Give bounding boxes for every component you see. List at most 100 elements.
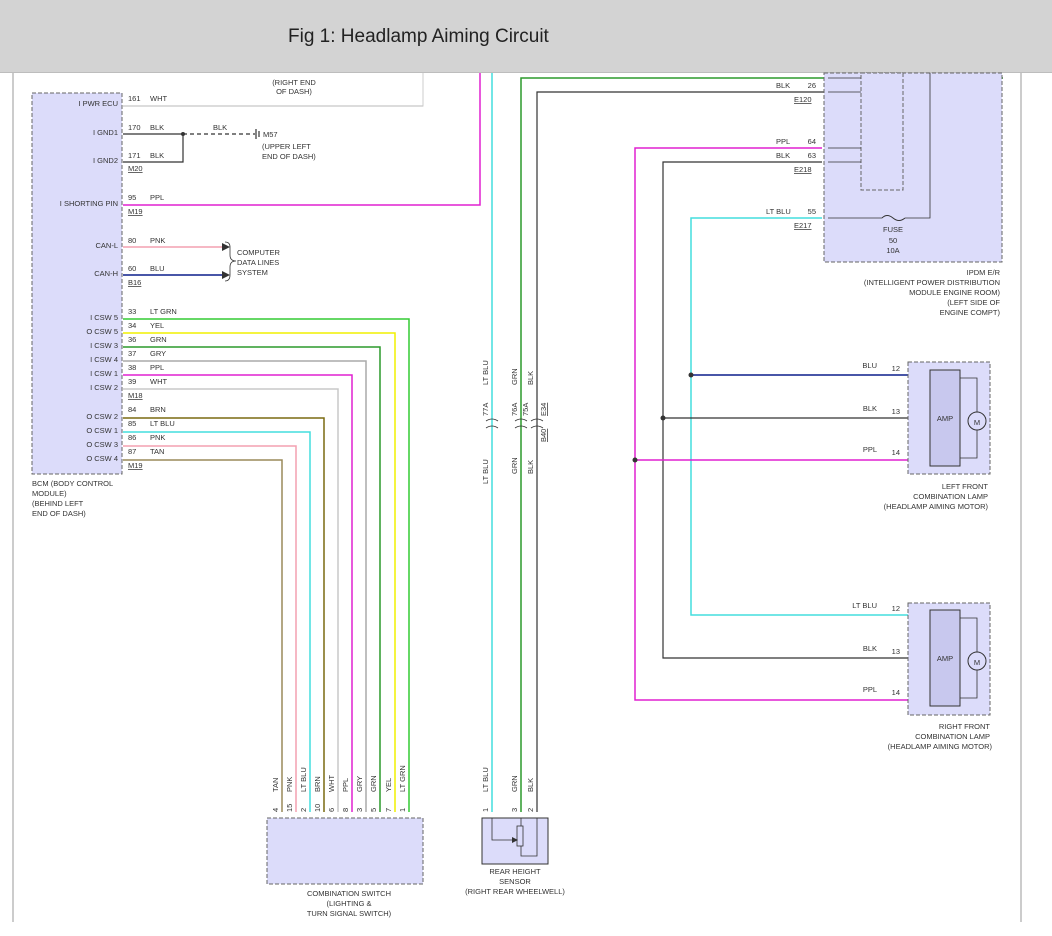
ipdm-connector-id: E217 (794, 221, 812, 230)
fuse-label-line-1: FUSE (883, 225, 903, 234)
bcm-pin-label: I CSW 2 (90, 383, 118, 392)
bcm-wire-label: LT GRN (150, 307, 177, 316)
junction-connector-id: B40 (539, 429, 548, 442)
sensor-wiper-arrow (512, 837, 518, 843)
wire-pnk (123, 445, 297, 812)
combination-switch-name-line-3: TURN SIGNAL SWITCH) (307, 909, 392, 918)
ipdm-module (823, 72, 1003, 263)
right-lamp-wire-label: BLK (863, 644, 877, 653)
ipdm-internal-wiring (828, 73, 931, 219)
right-lamp-amp-label: AMP (937, 654, 953, 663)
bcm-pin-label: I PWR ECU (78, 99, 118, 108)
bcm-pin-label: I CSW 5 (90, 313, 118, 322)
bcm-wire-label: YEL (150, 321, 164, 330)
splice-dot (688, 372, 694, 378)
ipdm-name-line-2: (INTELLIGENT POWER DISTRIBUTION (864, 278, 1000, 287)
right-lamp-pin-number: 12 (892, 604, 900, 613)
fuse-label-line-2: 50 (889, 236, 897, 245)
left-lamp-name-line-3: (HEADLAMP AIMING MOTOR) (884, 502, 989, 511)
wire-yel (123, 332, 396, 812)
bcm-pin-label: CAN-H (94, 269, 118, 278)
bcm-connector-id: M18 (128, 391, 143, 400)
wire-lt-blu-feed (690, 217, 908, 616)
sensor-wire-label: LT BLU (481, 767, 490, 792)
bcm-wire-label: BLK (150, 151, 164, 160)
wire-lt-blu (123, 431, 311, 812)
sensor-pin-number: 1 (481, 808, 490, 812)
wire-ppl (123, 374, 353, 812)
top-location-line-1: (RIGHT END (272, 78, 316, 87)
cs-pin-number: 4 (271, 808, 280, 812)
junction-wire-label: LT BLU (481, 459, 490, 484)
right-lamp-name-line-1: RIGHT FRONT (939, 722, 991, 731)
wire-blk-gnd2 (123, 134, 184, 163)
ipdm-connector-id: E120 (794, 95, 812, 104)
cs-wire-label: GRN (369, 775, 378, 792)
cs-pin-number: 7 (384, 808, 393, 812)
arrow-head (222, 271, 230, 279)
bcm-pin-label: O CSW 4 (86, 454, 118, 463)
ipdm-name-line-3: MODULE ENGINE ROOM) (909, 288, 1000, 297)
ground-location-line-1: (UPPER LEFT (262, 142, 311, 151)
right-lamp-motor-icon (967, 651, 987, 671)
ground-id: M57 (263, 130, 278, 139)
wire-blk-sensor (536, 91, 828, 812)
ipdm-name-line-4: (LEFT SIDE OF (947, 298, 1000, 307)
bcm-wire-label: WHT (150, 94, 167, 103)
bcm-pin-label: I CSW 1 (90, 369, 118, 378)
bcm-pin-number: 38 (128, 363, 136, 372)
junction-terminal: 77A (481, 403, 490, 416)
bcm-wire-label: TAN (150, 447, 164, 456)
bcm-pin-number: 171 (128, 151, 141, 160)
ipdm-pin-number: 63 (808, 151, 816, 160)
can-system-label-line-3: SYSTEM (237, 268, 268, 277)
ipdm-wire-label: PPL (776, 137, 790, 146)
bcm-pin-number: 34 (128, 321, 136, 330)
bcm-wire-label: BRN (150, 405, 166, 414)
bcm-name-line-3: (BEHIND LEFT (32, 499, 84, 508)
splice-dot (181, 132, 185, 136)
left-lamp-amp-label: AMP (937, 414, 953, 423)
bcm-wire-label: BLK (150, 123, 164, 132)
bcm-pin-label: O CSW 1 (86, 426, 118, 435)
cs-wire-label: YEL (384, 778, 393, 792)
left-lamp-wire-label: PPL (863, 445, 877, 454)
rear-sensor-name-line-2: SENSOR (499, 877, 531, 886)
ground-location-line-2: END OF DASH) (262, 152, 316, 161)
junction-wire-label: GRN (510, 368, 519, 385)
figure-header: Fig 1: Headlamp Aiming Circuit (0, 0, 1052, 73)
bcm-name-line-1: BCM (BODY CONTROL (32, 479, 113, 488)
bcm-pin-number: 170 (128, 123, 141, 132)
can-bracket (224, 241, 237, 282)
junction-wire-label: LT BLU (481, 360, 490, 385)
can-system-label-line-2: DATA LINES (237, 258, 279, 267)
right-lamp-pin-number: 14 (892, 688, 900, 697)
combination-switch-name-line-1: COMBINATION SWITCH (307, 889, 391, 898)
bcm-wire-label: LT BLU (150, 419, 175, 428)
left-lamp-name-line-1: LEFT FRONT (942, 482, 989, 491)
bcm-wire-label: PPL (150, 363, 164, 372)
cs-wire-label: PPL (341, 778, 350, 792)
left-lamp-motor-icon (967, 411, 987, 431)
left-lamp-name-line-2: COMBINATION LAMP (913, 492, 988, 501)
ipdm-internal-block (860, 72, 904, 191)
bcm-wire-label: GRN (150, 335, 167, 344)
left-lamp-pin-number: 14 (892, 448, 900, 457)
right-lamp-name-line-3: (HEADLAMP AIMING MOTOR) (888, 742, 993, 751)
bcm-module (31, 92, 123, 475)
bcm-pin-label: I GND2 (93, 156, 118, 165)
right-lamp-name-line-2: COMBINATION LAMP (915, 732, 990, 741)
bcm-pin-number: 80 (128, 236, 136, 245)
ipdm-name-line-1: IPDM E/R (967, 268, 1001, 277)
bcm-wire-label: WHT (150, 377, 167, 386)
cs-pin-number: 10 (313, 804, 322, 812)
ipdm-wire-label: LT BLU (766, 207, 791, 216)
bcm-pin-number: 37 (128, 349, 136, 358)
bcm-wire-label: GRY (150, 349, 166, 358)
bcm-pin-label: I CSW 4 (90, 355, 118, 364)
cs-pin-number: 5 (369, 808, 378, 812)
bcm-pin-label: O CSW 5 (86, 327, 118, 336)
splice-dot (632, 457, 638, 463)
sensor-pin-number: 2 (526, 808, 535, 812)
right-lamp-motor-wiring (960, 617, 978, 699)
